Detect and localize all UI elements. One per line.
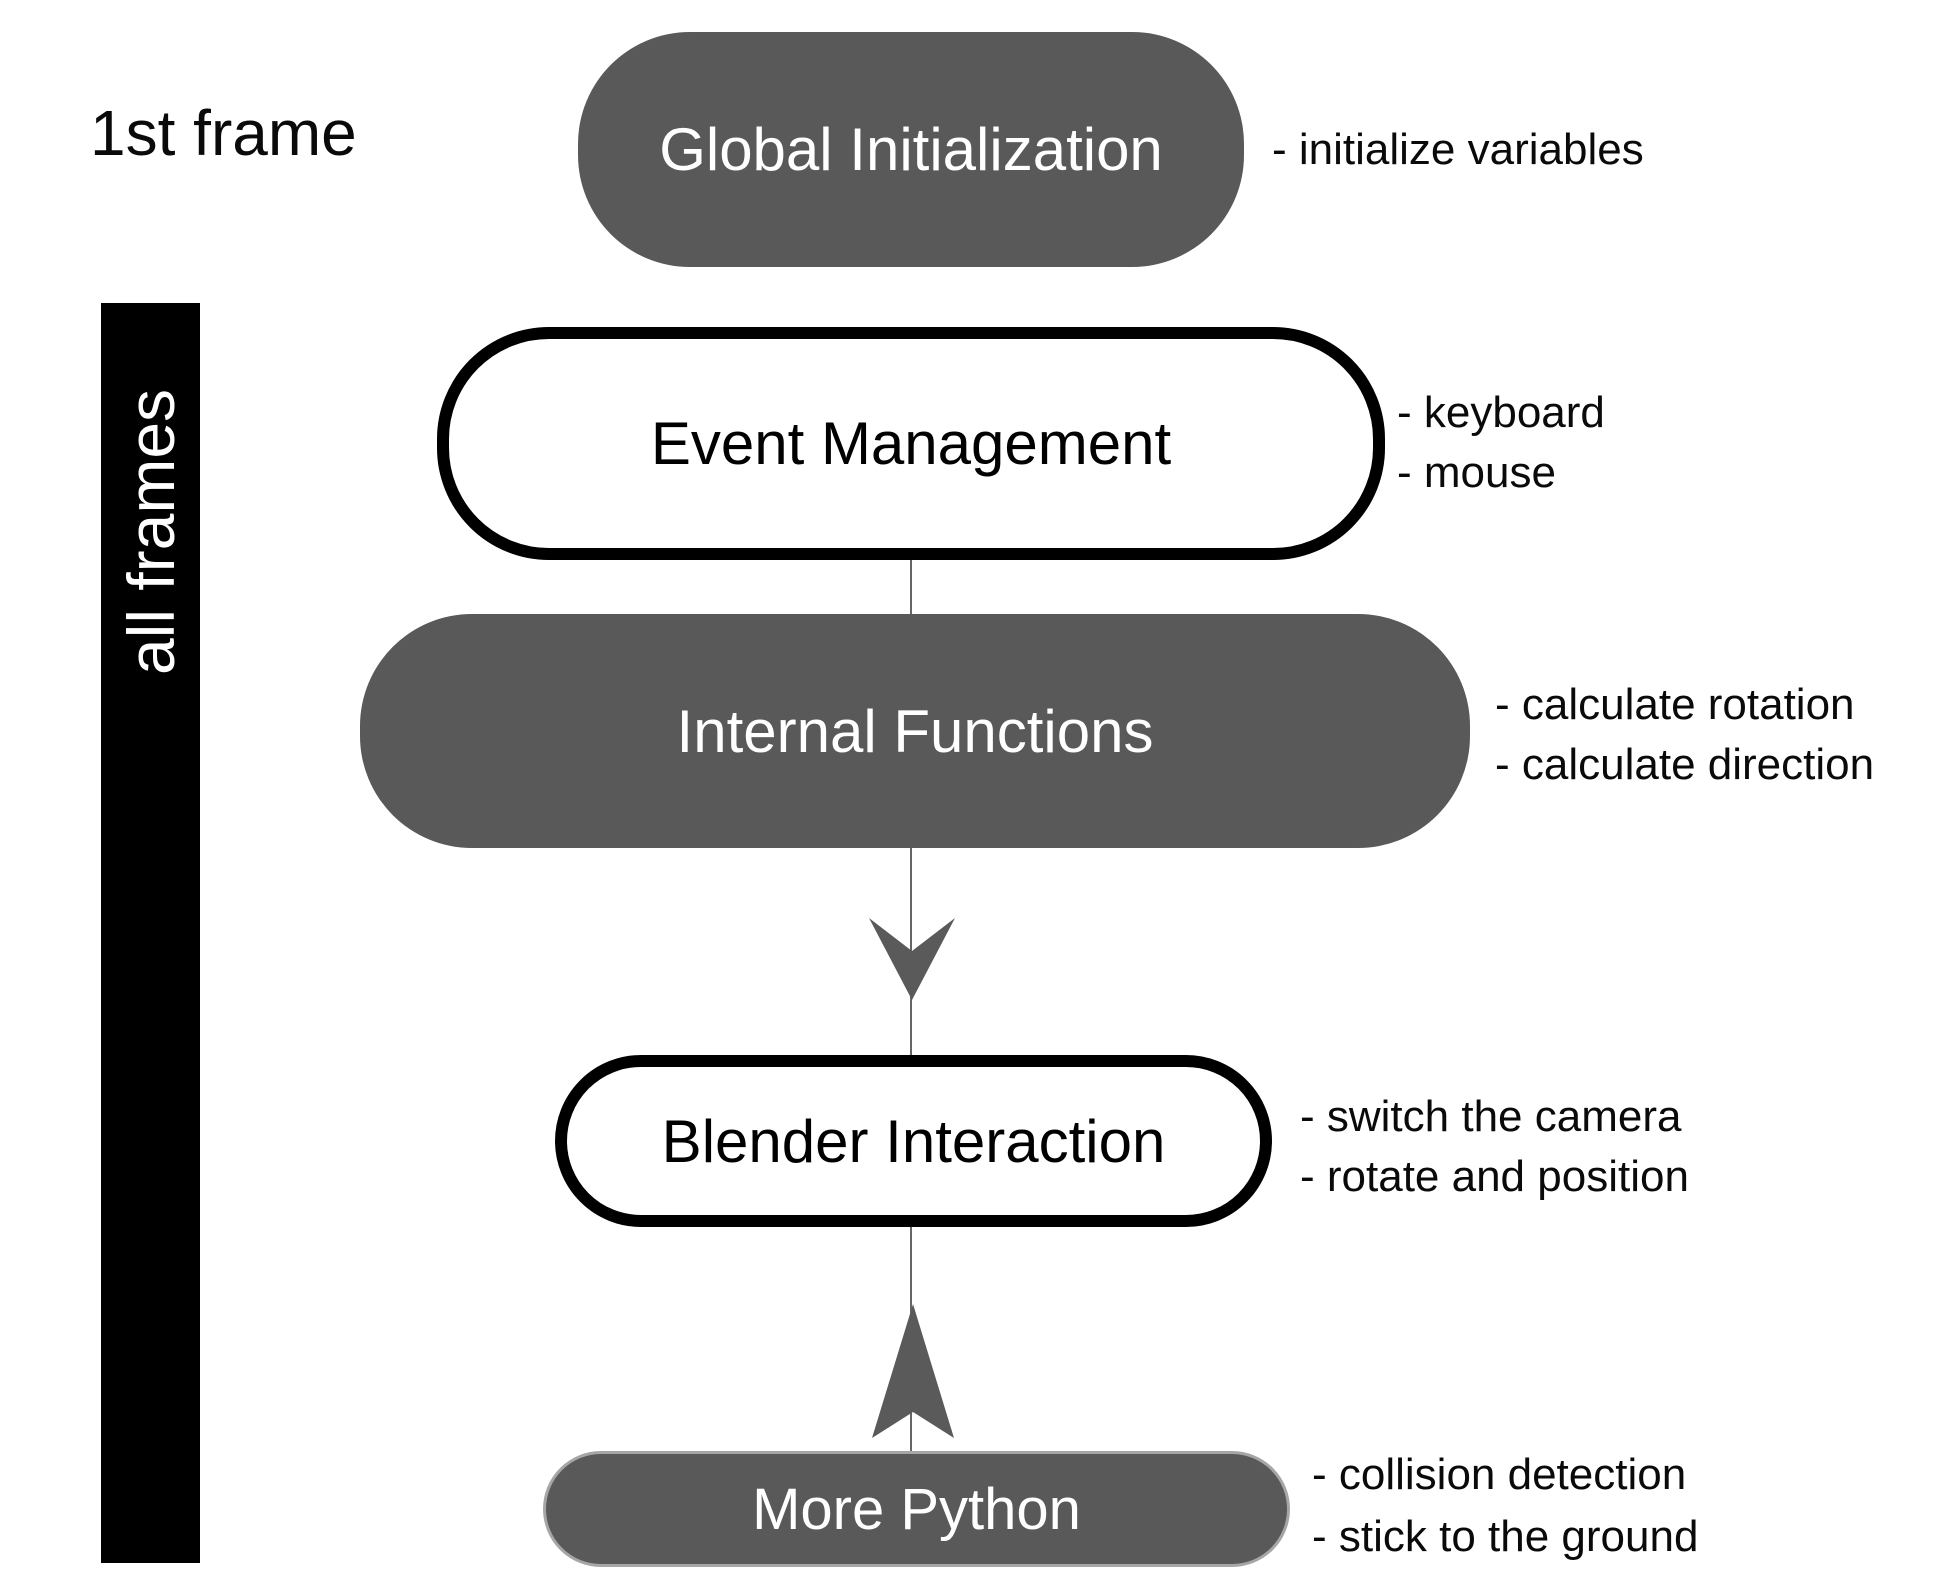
up-arrow-icon — [872, 1304, 954, 1438]
note-line: - stick to the ground — [1312, 1512, 1699, 1561]
note-line: - collision detection — [1312, 1450, 1687, 1499]
node-event-management-label: Event Management — [650, 410, 1172, 477]
note-line: - switch the camera — [1300, 1092, 1682, 1141]
node-internal-functions-label: Internal Functions — [676, 697, 1154, 765]
node-more-python-label: More Python — [752, 1476, 1081, 1542]
connector-event-to-internal — [910, 560, 912, 614]
note-line: - initialize variables — [1272, 125, 1644, 174]
note-line: - calculate direction — [1495, 740, 1875, 789]
node-global-initialization: Global Initialization — [578, 32, 1244, 267]
all-frames-bar: all frames — [101, 303, 200, 1563]
node-more-python: More Python — [543, 1451, 1290, 1567]
notes-blender-interaction: - switch the camera - rotate and positio… — [1300, 1087, 1689, 1207]
first-frame-label: 1st frame — [90, 97, 357, 169]
notes-global-initialization: - initialize variables — [1272, 120, 1644, 180]
notes-event-management: - keyboard - mouse — [1397, 383, 1605, 503]
notes-internal-functions: - calculate rotation - calculate directi… — [1495, 675, 1874, 795]
note-line: - mouse — [1397, 448, 1556, 497]
node-blender-interaction-label: Blender Interaction — [661, 1107, 1166, 1175]
node-blender-interaction: Blender Interaction — [555, 1055, 1272, 1227]
note-line: - keyboard — [1397, 388, 1605, 437]
node-event-management: Event Management — [437, 327, 1385, 560]
node-global-initialization-label: Global Initialization — [659, 116, 1163, 183]
down-arrow-icon — [869, 918, 955, 1000]
all-frames-label: all frames — [113, 388, 188, 676]
note-line: - calculate rotation — [1495, 680, 1855, 729]
note-line: - rotate and position — [1300, 1152, 1689, 1201]
node-internal-functions: Internal Functions — [360, 614, 1470, 848]
notes-more-python: - collision detection - stick to the gro… — [1312, 1444, 1698, 1568]
